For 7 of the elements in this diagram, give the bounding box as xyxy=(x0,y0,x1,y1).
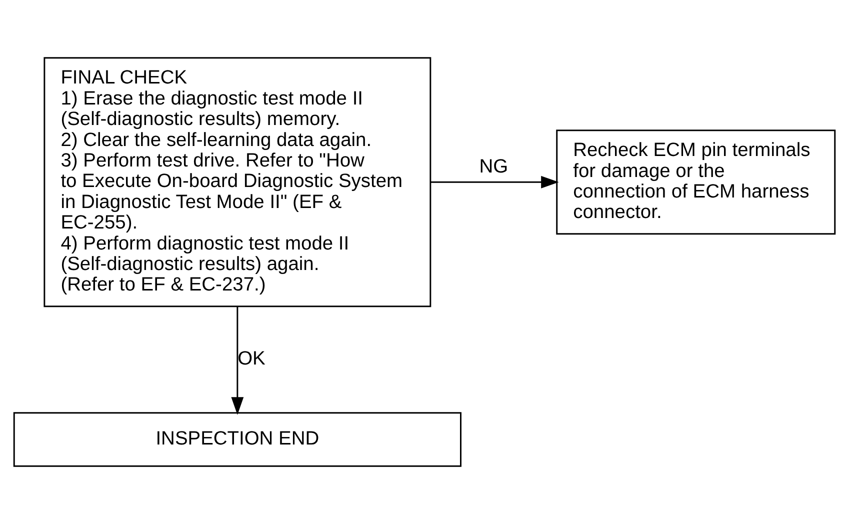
arrow xyxy=(231,306,244,414)
node-box: Recheck ECM pin terminals for damage or the connection of ECM harness connector. xyxy=(556,129,836,234)
arrow xyxy=(430,175,559,188)
edge-label: OK xyxy=(238,348,266,370)
node-box: INSPECTION END xyxy=(13,412,462,466)
node-box: FINAL CHECK 1) Erase the diagnostic test mode II (Self-diagnostic results) memory. 2) Clear the self-learning data again. 3) Perform test drive. Refer to "How to Execute On-board Diagnostic System in Diagnostic Test Mode II" (EF & EC-255). 4) Perform diagnostic test mode II (Self-diagnostic results) again. (Refer to EF & EC-237.) xyxy=(44,56,432,307)
edge-label: NG xyxy=(479,156,508,177)
